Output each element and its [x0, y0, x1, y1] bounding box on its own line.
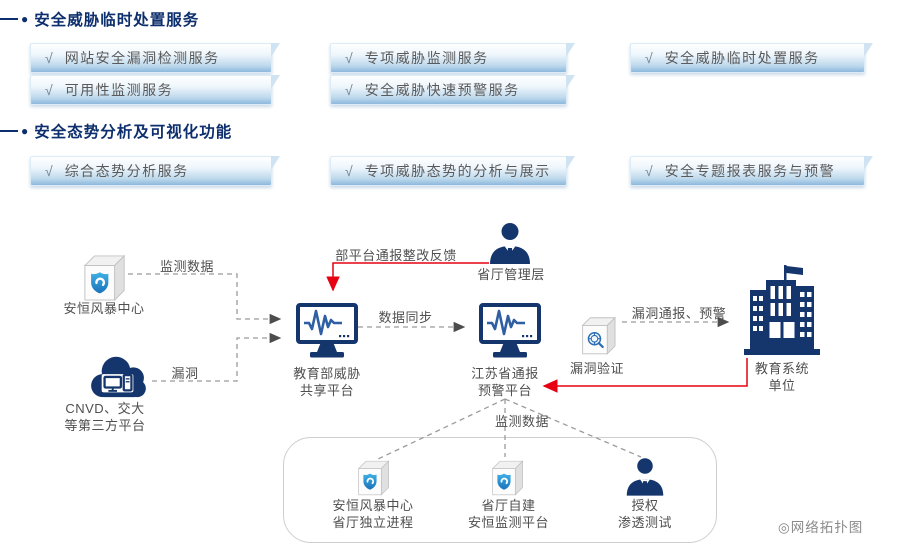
- self-built-platform-node: [490, 459, 526, 502]
- check-icon: √: [345, 50, 353, 66]
- jiangsu-platform-label: 江苏省通报 预警平台: [471, 366, 539, 398]
- manager-node: [487, 221, 533, 270]
- anheng-storm-center-label: 安恒风暴中心: [63, 301, 145, 316]
- moe-platform-label: 教育部威胁 共享平台: [293, 366, 361, 398]
- edu-unit-label: 教育系统 单位: [754, 361, 809, 393]
- check-icon: √: [345, 163, 353, 179]
- check-icon: √: [645, 50, 653, 66]
- edge-label-data-sync: 数据同步: [378, 310, 433, 325]
- vuln-verify-label: 漏洞验证: [569, 361, 624, 376]
- service-box-label: 专项威胁监测服务: [364, 50, 489, 66]
- edge-label-vuln: 漏洞: [171, 366, 199, 381]
- check-icon: √: [645, 163, 653, 179]
- check-icon: √: [345, 82, 353, 98]
- section-header-threat-disposal: ● 安全威胁临时处置服务: [0, 9, 199, 29]
- self-built-platform-label: 省厅自建 安恒监测平台: [467, 498, 549, 530]
- anheng-process-node: [356, 459, 392, 502]
- anheng-storm-center-node: [82, 253, 128, 308]
- check-icon: √: [45, 163, 53, 179]
- cube-shield-icon: [83, 254, 126, 302]
- bullet-icon: ●: [21, 12, 29, 26]
- monitor-pulse-icon: [296, 303, 358, 358]
- anheng-process-label: 安恒风暴中心 省厅独立进程: [332, 498, 414, 530]
- cnvd-third-party-node: [86, 352, 150, 405]
- pentest-label: 授权 渗透测试: [617, 498, 672, 530]
- service-box-threat-situation-display: √ 专项威胁态势的分析与展示: [330, 156, 575, 186]
- moe-platform-node: [296, 303, 358, 366]
- cnvd-third-party-label: CNVD、交大 等第三方平台: [64, 401, 146, 433]
- service-box-label: 网站安全漏洞检测服务: [64, 50, 220, 66]
- header-line: [0, 130, 18, 132]
- service-box-label: 安全专题报表服务与预警: [664, 163, 836, 179]
- edge-label-monitor-data: 监测数据: [159, 259, 214, 274]
- check-icon: √: [45, 82, 53, 98]
- edge-label-feedback: 部平台通报整改反馈: [335, 248, 457, 263]
- edge-label-vuln-notify: 漏洞通报、预警: [631, 306, 727, 321]
- pentest-node: [624, 457, 666, 501]
- cloud-computer-icon: [91, 356, 146, 398]
- bullet-icon: ●: [21, 124, 29, 138]
- monitor-pulse-icon: [479, 303, 541, 358]
- vuln-verify-node: [580, 315, 619, 362]
- edge-label-monitor-data-bottom: 监测数据: [494, 414, 549, 429]
- section-title: 安全态势分析及可视化功能: [34, 124, 233, 141]
- section-title: 安全威胁临时处置服务: [34, 12, 200, 29]
- service-box-comprehensive-analysis: √ 综合态势分析服务: [30, 156, 280, 186]
- section-header-situation-analysis: ● 安全态势分析及可视化功能: [0, 121, 232, 141]
- jiangsu-platform-node: [479, 303, 541, 366]
- service-box-availability: √ 可用性监测服务: [30, 75, 280, 105]
- manager-label: 省厅管理层: [477, 267, 545, 282]
- header-line: [0, 18, 18, 20]
- service-box-label: 可用性监测服务: [64, 82, 174, 98]
- service-box-temp-disposal: √ 安全威胁临时处置服务: [630, 43, 873, 73]
- service-box-website-scan: √ 网站安全漏洞检测服务: [30, 43, 280, 73]
- service-box-label: 专项威胁态势的分析与展示: [364, 163, 551, 179]
- service-box-label: 综合态势分析服务: [64, 163, 189, 179]
- check-icon: √: [45, 50, 53, 66]
- building-flag-icon: [744, 265, 820, 355]
- service-box-special-threat: √ 专项威胁监测服务: [330, 43, 575, 73]
- service-box-label: 安全威胁临时处置服务: [664, 50, 820, 66]
- service-box-report-warning: √ 安全专题报表服务与预警: [630, 156, 873, 186]
- diagram-caption: ◎网络拓扑图: [778, 520, 864, 535]
- edu-unit-node: [740, 263, 824, 362]
- cube-target-icon: [581, 316, 617, 355]
- person-icon: [626, 458, 664, 496]
- service-box-label: 安全威胁快速预警服务: [364, 82, 520, 98]
- person-icon: [490, 223, 530, 264]
- service-box-fast-warning: √ 安全威胁快速预警服务: [330, 75, 575, 105]
- cube-shield-icon: [491, 460, 524, 496]
- cube-shield-icon: [357, 460, 390, 496]
